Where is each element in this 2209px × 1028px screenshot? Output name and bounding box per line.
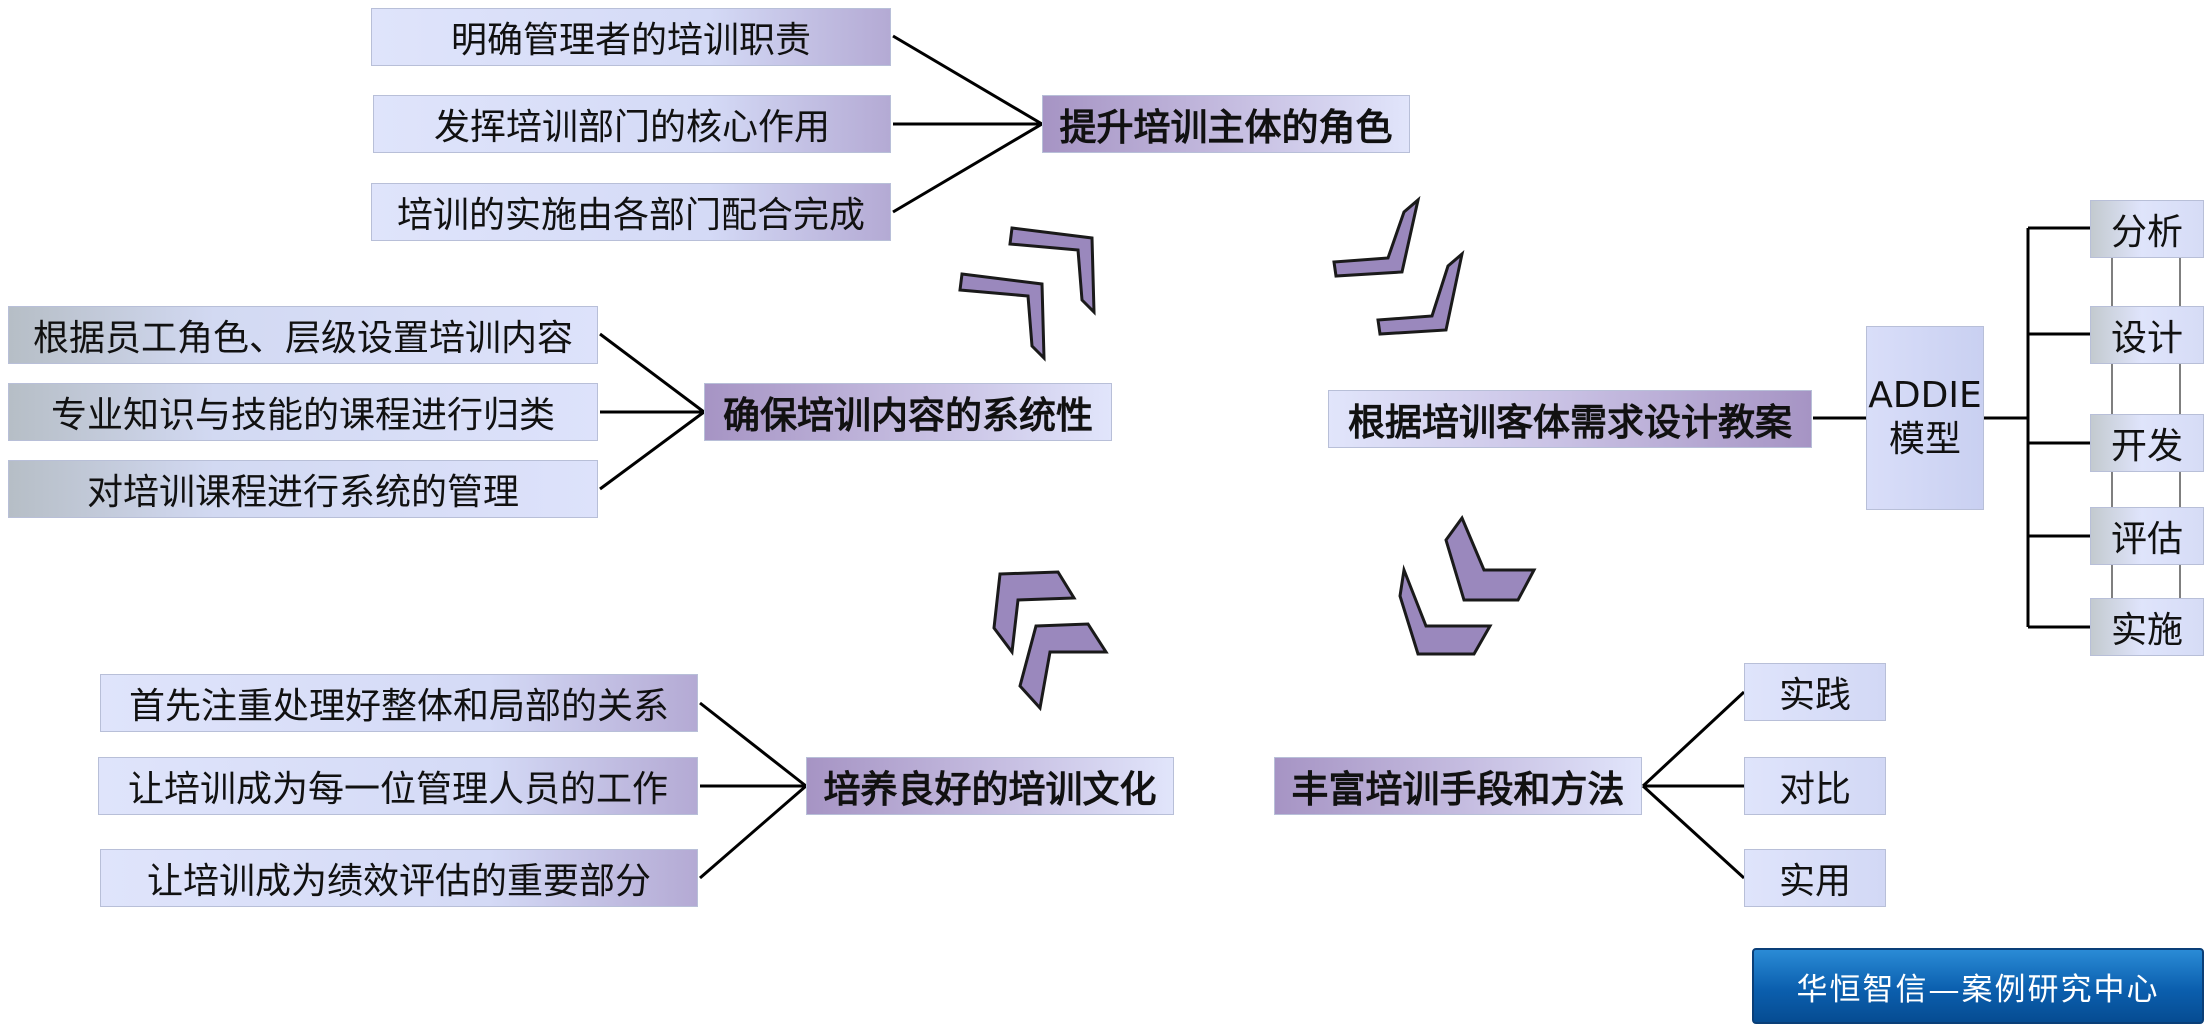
connector-line	[599, 410, 705, 491]
method-item-1: 实践	[1744, 663, 1886, 721]
top-center-node: 提升培训主体的角色	[1042, 95, 1410, 153]
connector-line	[892, 34, 1043, 126]
cycle-arrow-icon	[1444, 514, 1537, 602]
brand-logo-text: 华恒智信—案例研究中心	[1796, 971, 2160, 1008]
addie-step-design: 设计	[2090, 306, 2204, 364]
cycle-arrow-icon	[1398, 564, 1493, 656]
bottom-left-item-3: 让培训成为绩效评估的重要部分	[100, 849, 698, 907]
brand-logo: 华恒智信—案例研究中心	[1752, 948, 2204, 1024]
addie-model-line1: ADDIE	[1868, 375, 1982, 416]
connector-line	[699, 784, 807, 880]
bottom-left-center-node: 培养良好的培训文化	[806, 757, 1174, 815]
addie-model-box: ADDIE 模型	[1866, 326, 1984, 510]
connector-line	[699, 701, 807, 788]
connector-line	[1641, 690, 1746, 788]
addie-model-line2: 模型	[1888, 419, 1961, 460]
left-item-3: 对培训课程进行系统的管理	[8, 460, 598, 518]
addie-step-develop: 开发	[2090, 414, 2204, 472]
top-item-1: 明确管理者的培训职责	[371, 8, 891, 66]
left-center-node: 确保培训内容的系统性	[704, 383, 1112, 441]
addie-step-analyze: 分析	[2090, 200, 2204, 258]
method-item-3: 实用	[1744, 849, 1886, 907]
addie-step-implement: 实施	[2090, 598, 2204, 656]
bottom-left-item-2: 让培训成为每一位管理人员的工作	[98, 757, 698, 815]
cycle-arrow-icon	[992, 570, 1077, 656]
top-item-2: 发挥培训部门的核心作用	[373, 95, 891, 153]
bottom-right-center-node: 丰富培训手段和方法	[1274, 757, 1642, 815]
cycle-arrow-icon	[1008, 226, 1096, 316]
connector-line	[599, 332, 705, 414]
left-item-2: 专业知识与技能的课程进行归类	[8, 383, 598, 441]
cycle-arrow-icon	[1332, 195, 1421, 278]
cycle-arrow-icon	[1376, 249, 1465, 336]
connector-line	[892, 122, 1043, 214]
connector-line	[1641, 784, 1746, 880]
right-center-node: 根据培训客体需求设计教案	[1328, 390, 1812, 448]
left-item-1: 根据员工角色、层级设置培训内容	[8, 306, 598, 364]
addie-step-evaluate: 评估	[2090, 507, 2204, 565]
bottom-left-item-1: 首先注重处理好整体和局部的关系	[100, 674, 698, 732]
method-item-2: 对比	[1744, 757, 1886, 815]
cycle-arrow-icon	[958, 272, 1046, 362]
cycle-arrow-icon	[1018, 622, 1109, 712]
top-item-3: 培训的实施由各部门配合完成	[371, 183, 891, 241]
